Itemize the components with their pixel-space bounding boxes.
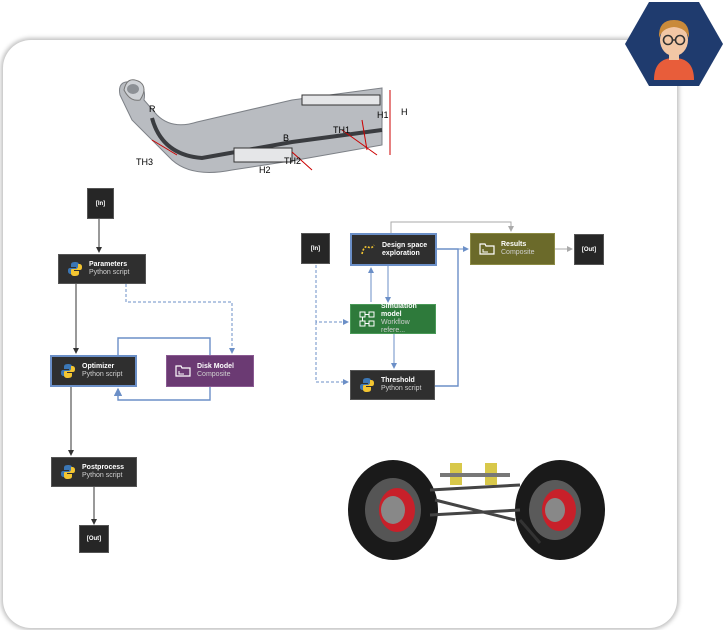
- label-th1: TH1: [333, 125, 350, 135]
- label-b: B: [283, 133, 289, 143]
- workflow-icon: [359, 311, 375, 327]
- design-space-title-line2: exploration: [382, 249, 420, 257]
- suspension-render-image: [348, 460, 605, 560]
- disk-model-subtitle: Composite: [197, 371, 231, 378]
- label-r: R: [149, 104, 156, 114]
- design-space-icon: [361, 244, 375, 254]
- parameters-title: Parameters: [89, 261, 128, 268]
- suspension-arm-drawing: R TH3 TH1 B TH2 H1 H H2: [112, 60, 412, 190]
- label-h2: H2: [259, 165, 271, 175]
- right-in-port[interactable]: [In]: [301, 233, 330, 264]
- results-title: Results: [501, 241, 527, 248]
- left-in-port[interactable]: [In]: [87, 188, 114, 219]
- python-icon: [61, 465, 75, 479]
- postprocess-subtitle: Python script: [82, 472, 123, 479]
- python-icon: [68, 262, 82, 276]
- design-space-title: Design space: [382, 241, 428, 249]
- left-out-port[interactable]: [Out]: [79, 525, 109, 553]
- right-out-port[interactable]: [Out]: [574, 234, 604, 265]
- python-icon: [61, 364, 75, 378]
- label-th2: TH2: [284, 156, 301, 166]
- user-avatar-icon[interactable]: [624, 0, 724, 88]
- simulation-model-subtitle: Workflow refere...: [381, 319, 410, 334]
- results-subtitle: Composite: [501, 249, 535, 256]
- label-h: H: [401, 107, 408, 117]
- label-th3: TH3: [136, 157, 153, 167]
- label-h1: H1: [377, 110, 389, 120]
- python-icon: [360, 378, 374, 392]
- disk-model-title: Disk Model: [197, 363, 234, 370]
- threshold-title: Threshold: [381, 377, 415, 384]
- postprocess-title: Postprocess: [82, 464, 125, 471]
- folder-icon: [175, 365, 191, 377]
- optimizer-subtitle: Python script: [82, 371, 123, 378]
- folder-icon: [479, 243, 495, 255]
- parameters-subtitle: Python script: [89, 269, 130, 276]
- threshold-subtitle: Python script: [381, 385, 422, 392]
- simulation-model-title: Simulation model: [381, 303, 417, 318]
- optimizer-title: Optimizer: [82, 363, 115, 370]
